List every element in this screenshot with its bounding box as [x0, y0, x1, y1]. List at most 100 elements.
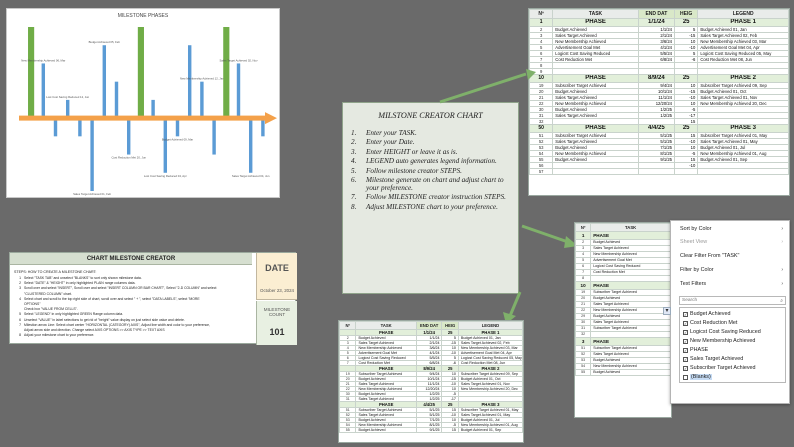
milestone-bar[interactable]	[200, 81, 204, 119]
milestone-bar[interactable]	[102, 45, 107, 119]
filter-context-menu[interactable]: ▾ Sort by Color › Sheet View › Clear Fil…	[663, 220, 790, 404]
phase-date[interactable]: 8/9/24	[637, 74, 676, 83]
legend-cell[interactable]: New Membership Achieved 03, Mar	[457, 345, 523, 351]
milestone-bar[interactable]	[163, 118, 168, 173]
filter-checkbox-item[interactable]: ✓(Blanks)	[683, 374, 712, 380]
checkbox[interactable]: ✓	[683, 356, 688, 362]
column-header[interactable]: Nº	[575, 223, 592, 232]
task-cell[interactable]: Budget Achieved	[355, 427, 417, 433]
checkbox[interactable]: ✓	[683, 329, 688, 335]
filter-checkbox-item[interactable]: ✓Budget Achieved	[683, 311, 730, 317]
filter-checklist[interactable]: ✓Budget Achieved ✓Cost Reduction Met ✓Logi…	[679, 307, 786, 383]
legend-cell[interactable]: New Membership Achieved 20, Dec	[457, 386, 523, 392]
milestone-bar[interactable]	[261, 118, 265, 137]
milestone-bar[interactable]	[114, 81, 119, 119]
phase-legend[interactable]: PHASE 1	[697, 18, 789, 27]
checkbox[interactable]: ✓	[683, 347, 688, 353]
column-header[interactable]: END DAT	[637, 9, 676, 19]
column-header[interactable]: HEIG	[441, 321, 459, 330]
checkbox[interactable]: ✓	[683, 374, 688, 380]
milestone-bar[interactable]	[212, 118, 216, 155]
milestone-bar[interactable]	[236, 63, 241, 119]
column-header[interactable]: LEGEND	[457, 321, 523, 330]
date-cell[interactable]: 9/1/25	[415, 427, 443, 433]
column-header[interactable]: LEGEND	[697, 9, 789, 19]
milestone-bar[interactable]	[65, 99, 70, 119]
legend-cell[interactable]: Budget Achieved 01, Sep	[457, 427, 523, 433]
menu-sort-by-color[interactable]: Sort by Color	[680, 226, 712, 232]
milestone-chart-panel[interactable]: MILESTONE PHASES New Membership Achieved…	[6, 8, 280, 198]
milestone-bar[interactable]	[41, 63, 46, 119]
phase-bar[interactable]	[28, 27, 35, 119]
phase-legend[interactable]: PHASE 2	[697, 74, 789, 83]
checkbox[interactable]: ✓	[683, 338, 688, 344]
task-cell[interactable]: PHASE	[590, 337, 671, 346]
checkbox[interactable]: ✓	[683, 365, 688, 371]
milestone-bar[interactable]	[151, 99, 155, 119]
filter-checkbox-item[interactable]: ✓Logicst Cost Saving Reduced	[683, 329, 761, 335]
column-header[interactable]: END DAT	[415, 321, 443, 330]
phase-bar[interactable]	[137, 27, 144, 119]
phase-label[interactable]: PHASE	[552, 124, 639, 133]
legend-cell[interactable]	[697, 168, 789, 175]
phase-bar[interactable]	[223, 27, 230, 119]
height-cell[interactable]: 15	[441, 427, 459, 433]
date-cell[interactable]	[637, 168, 676, 175]
milestone-bar[interactable]	[78, 118, 82, 137]
dropdown-toggle-icon[interactable]: ▾	[663, 307, 671, 315]
milestone-bar[interactable]	[248, 118, 253, 173]
filter-checkbox-item[interactable]: ✓Cost Reduction Met	[683, 320, 737, 326]
task-cell[interactable]: PHASE	[590, 231, 671, 240]
milestone-bar[interactable]	[175, 118, 180, 137]
legend-cell[interactable]: Subscriber Target Achieved 09, Sep	[457, 371, 523, 377]
column-header[interactable]: Nº	[339, 321, 357, 330]
phase-date[interactable]: 4/4/25	[637, 124, 676, 133]
legend-cell[interactable]: Subscriber Target Achieved 01, May	[457, 407, 523, 413]
phase-legend[interactable]: PHASE 3	[697, 124, 789, 133]
table-row[interactable]: 57	[529, 168, 789, 175]
task-cell[interactable]: Budget Achieved	[590, 369, 671, 376]
column-header[interactable]: TASK	[552, 9, 639, 19]
task-cell[interactable]	[552, 168, 639, 175]
column-header[interactable]: HEIG	[674, 9, 699, 19]
filter-checkbox-item[interactable]: ✓Subscriber Target Achieved	[683, 365, 756, 371]
legend-cell[interactable]: Logicst Cost Saving Reduced 05, May	[457, 355, 523, 361]
phase-height[interactable]: 25	[674, 74, 699, 83]
filter-checkbox-item[interactable]: ✓PHASE	[683, 347, 708, 353]
phase-height[interactable]: 25	[674, 124, 699, 133]
task-cell[interactable]: PHASE	[590, 281, 671, 290]
filter-checkbox-item[interactable]: ✓Sales Target Achieved	[683, 356, 743, 362]
phase-height[interactable]: 25	[674, 18, 699, 27]
milestone-bar[interactable]	[90, 118, 94, 191]
timeline-axis-arrow[interactable]	[19, 115, 265, 121]
column-header[interactable]: Nº	[529, 9, 554, 19]
